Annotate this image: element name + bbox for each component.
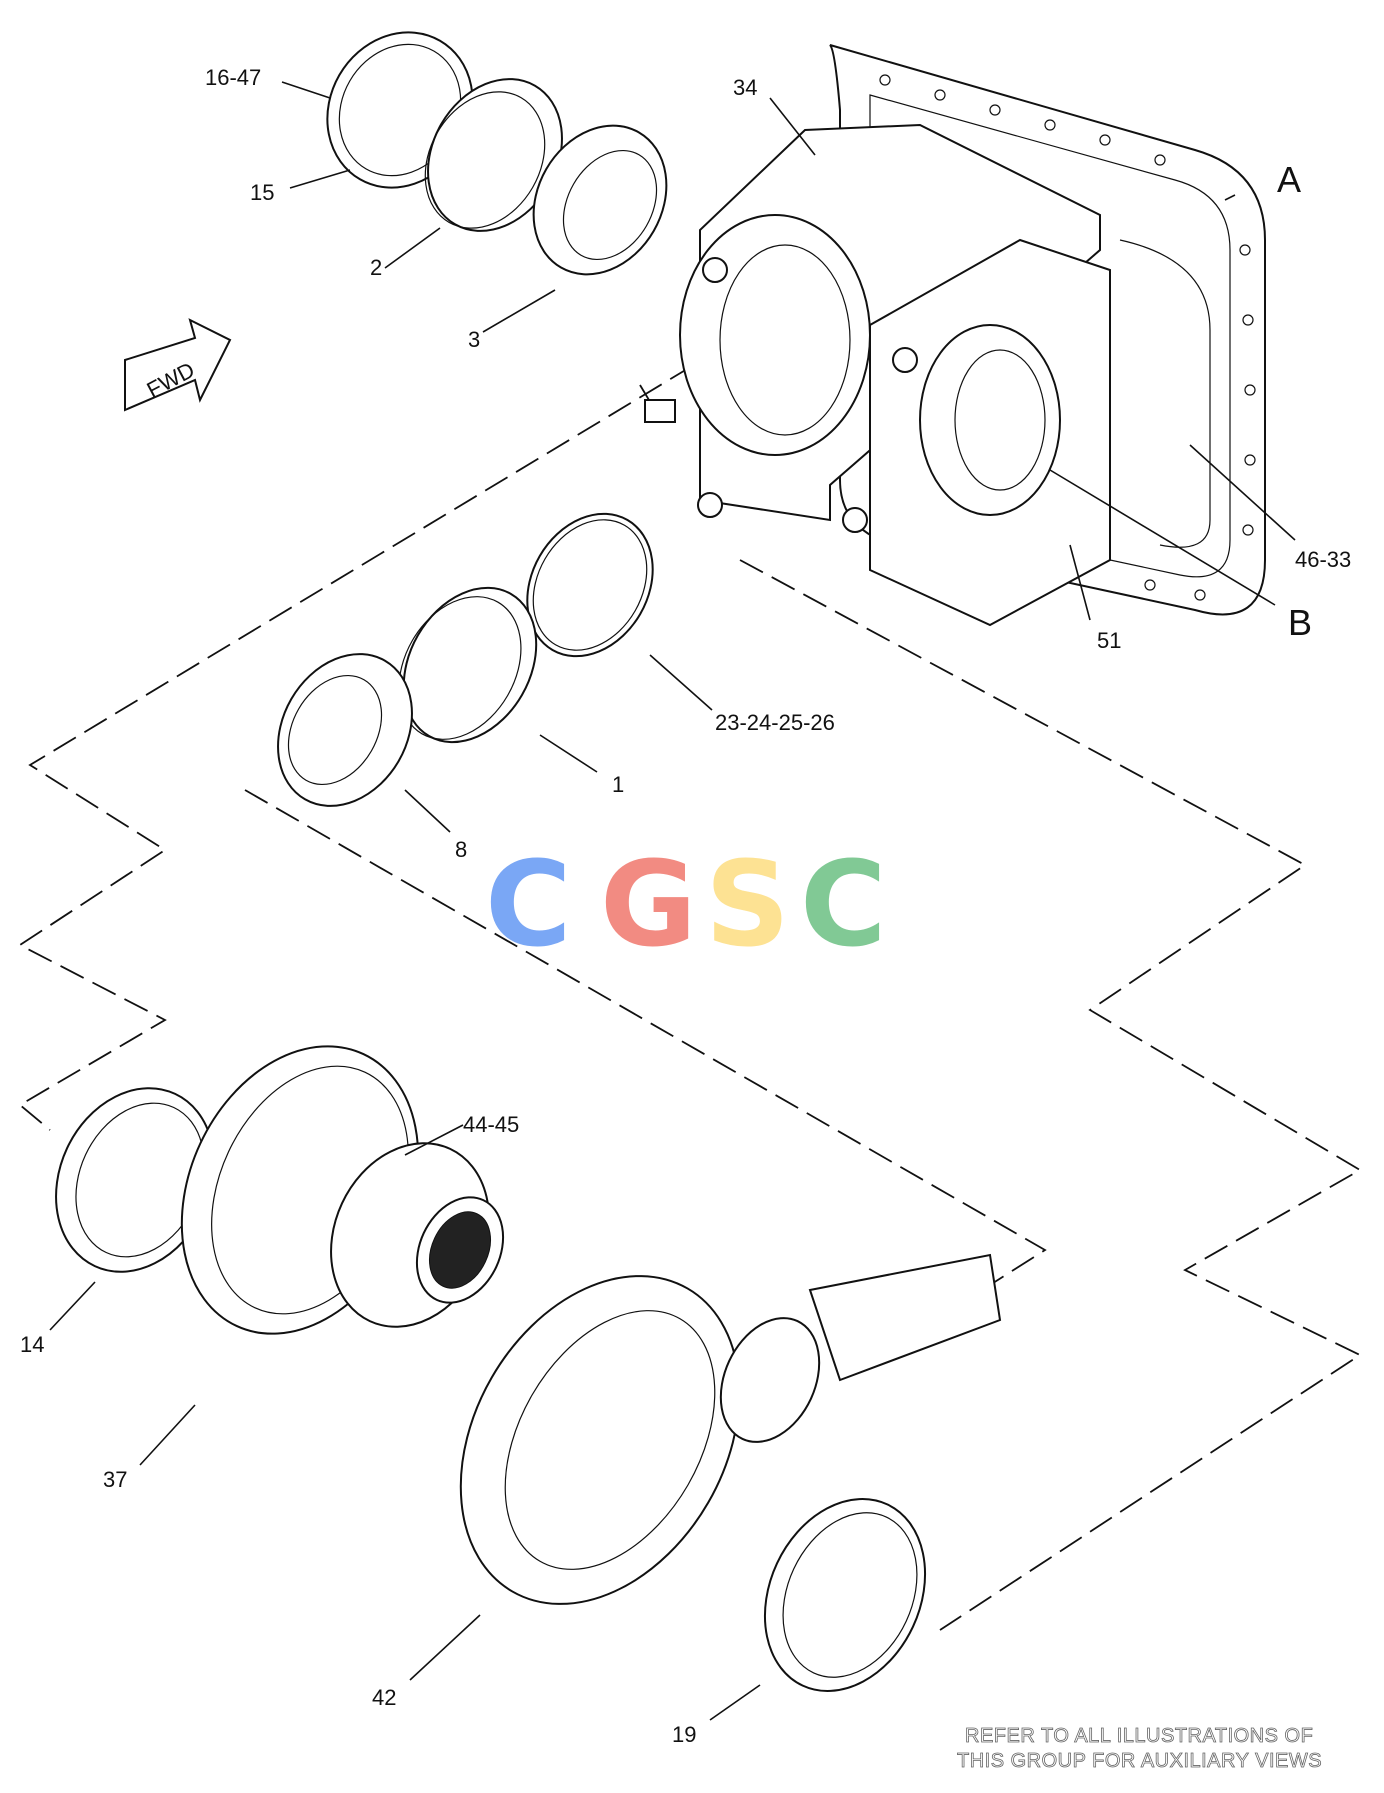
callout-16-47: 16-47	[205, 65, 261, 90]
callout-42: 42	[372, 1685, 396, 1710]
cgsc-watermark: C G S C	[485, 835, 887, 973]
watermark-letter-g: G	[600, 835, 697, 973]
callout-14: 14	[20, 1332, 44, 1357]
watermark-letter-c2: C	[800, 835, 887, 973]
callout-1: 1	[612, 772, 624, 797]
shim-23-24-25-26	[526, 512, 654, 658]
leader-lines	[49, 81, 1296, 1721]
bearing-8	[277, 653, 413, 807]
callout-46-33: 46-33	[1295, 547, 1351, 572]
watermark-letter-c1: C	[485, 835, 572, 973]
ring-gear-42	[459, 1275, 741, 1605]
race-1	[398, 586, 538, 744]
watermark-letter-s: S	[705, 835, 790, 973]
callout-51: 51	[1097, 628, 1121, 653]
housing-34	[644, 42, 1266, 627]
callout-A: A	[1277, 159, 1301, 200]
differential-case-37	[180, 1045, 505, 1335]
callout-2: 2	[370, 255, 382, 280]
adjuster-nut-19	[763, 1497, 927, 1693]
callout-19: 19	[672, 1722, 696, 1747]
reference-note-line-1: REFER TO ALL ILLUSTRATIONS OF	[965, 1725, 1313, 1747]
callout-34: 34	[733, 75, 757, 100]
callout-44-45: 44-45	[463, 1112, 519, 1137]
bearing-3	[532, 124, 668, 276]
fwd-direction-arrow: FWD	[124, 318, 232, 412]
callout-3: 3	[468, 327, 480, 352]
reference-note-line-2: THIS GROUP FOR AUXILIARY VIEWS	[957, 1750, 1322, 1772]
assembly-boundary-dashed-line-3	[244, 789, 1047, 1286]
pinion-shaft	[719, 1253, 1002, 1443]
callout-23-24-25-26: 23-24-25-26	[715, 710, 835, 735]
callout-B: B	[1288, 602, 1312, 643]
assembly-boundary-dashed-line	[18, 309, 786, 1131]
callout-8: 8	[455, 837, 467, 862]
callout-37: 37	[103, 1467, 127, 1492]
callout-15: 15	[250, 180, 274, 205]
